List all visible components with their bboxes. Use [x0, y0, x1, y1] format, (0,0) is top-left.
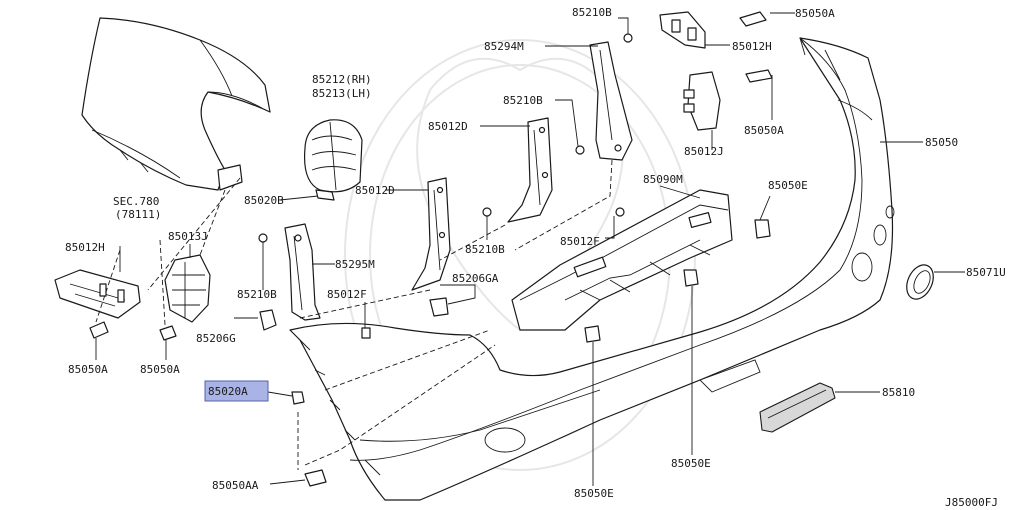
label-85020b: 85020B — [244, 194, 284, 207]
bumper-fascia-85050 — [289, 37, 895, 501]
fasteners — [89, 11, 773, 487]
label-85050a-top: 85050A — [795, 7, 835, 20]
label-85210b-left: 85210B — [237, 288, 277, 301]
label-85012h-top: 85012H — [732, 40, 772, 53]
bracket-85012d-b — [411, 177, 451, 291]
label-85210b-low: 85210B — [465, 243, 505, 256]
label-85212: 85212(RH) — [312, 73, 372, 86]
bracket-85012d-a — [507, 117, 553, 223]
label-85050a-right: 85050A — [744, 124, 784, 137]
label-85210b-top: 85210B — [572, 6, 612, 19]
stay-85295m — [284, 223, 321, 321]
bracket-85012j — [683, 71, 721, 131]
cap-85071u — [906, 264, 934, 300]
grommet-85212 — [303, 119, 363, 193]
label-85210b-mid: 85210B — [503, 94, 543, 107]
label-85050a-left2: 85050A — [140, 363, 180, 376]
rear-fender-panel — [81, 17, 271, 191]
bracket-85013j — [164, 254, 211, 323]
label-85050a-left1: 85050A — [68, 363, 108, 376]
label-85071u: 85071U — [966, 266, 1006, 279]
label-85012h-left: 85012H — [65, 241, 105, 254]
label-85206ga: 85206GA — [452, 272, 499, 285]
part-labels: 85210B 85050A 85294M 85012H 85212(RH) 85… — [65, 6, 1006, 509]
label-85206g: 85206G — [196, 332, 236, 345]
stay-85294m — [589, 41, 633, 161]
label-85050e-top: 85050E — [768, 179, 808, 192]
assembly-dash-lines — [95, 159, 613, 470]
diagram-code: J85000FJ — [945, 496, 998, 509]
highlight-85020a — [204, 380, 269, 402]
label-85013j: 85013J — [168, 230, 208, 243]
label-85090m: 85090M — [643, 173, 683, 186]
label-85294m: 85294M — [484, 40, 524, 53]
label-85295m: 85295M — [335, 258, 375, 271]
side-bracket-left — [54, 269, 141, 319]
label-85020a: 85020A — [208, 385, 248, 398]
label-sec-780: SEC.780 — [113, 195, 159, 208]
label-sec-78111: (78111) — [115, 208, 161, 221]
label-85012f-right: 85012F — [560, 235, 600, 248]
label-85012d-b: 85012D — [355, 184, 395, 197]
label-85050e-mid: 85050E — [671, 457, 711, 470]
label-85050aa: 85050AA — [212, 479, 259, 492]
reflector-85810 — [759, 382, 836, 433]
label-85012f-center: 85012F — [327, 288, 367, 301]
bracket-85012h-top — [659, 11, 706, 49]
energy-absorber-85090m — [511, 189, 733, 331]
label-85012d-a: 85012D — [428, 120, 468, 133]
leader-lines — [95, 12, 965, 486]
label-85012j: 85012J — [684, 145, 724, 158]
label-85050e-bottom: 85050E — [574, 487, 614, 500]
label-85810: 85810 — [882, 386, 915, 399]
label-85050: 85050 — [925, 136, 958, 149]
label-85213: 85213(LH) — [312, 87, 372, 100]
